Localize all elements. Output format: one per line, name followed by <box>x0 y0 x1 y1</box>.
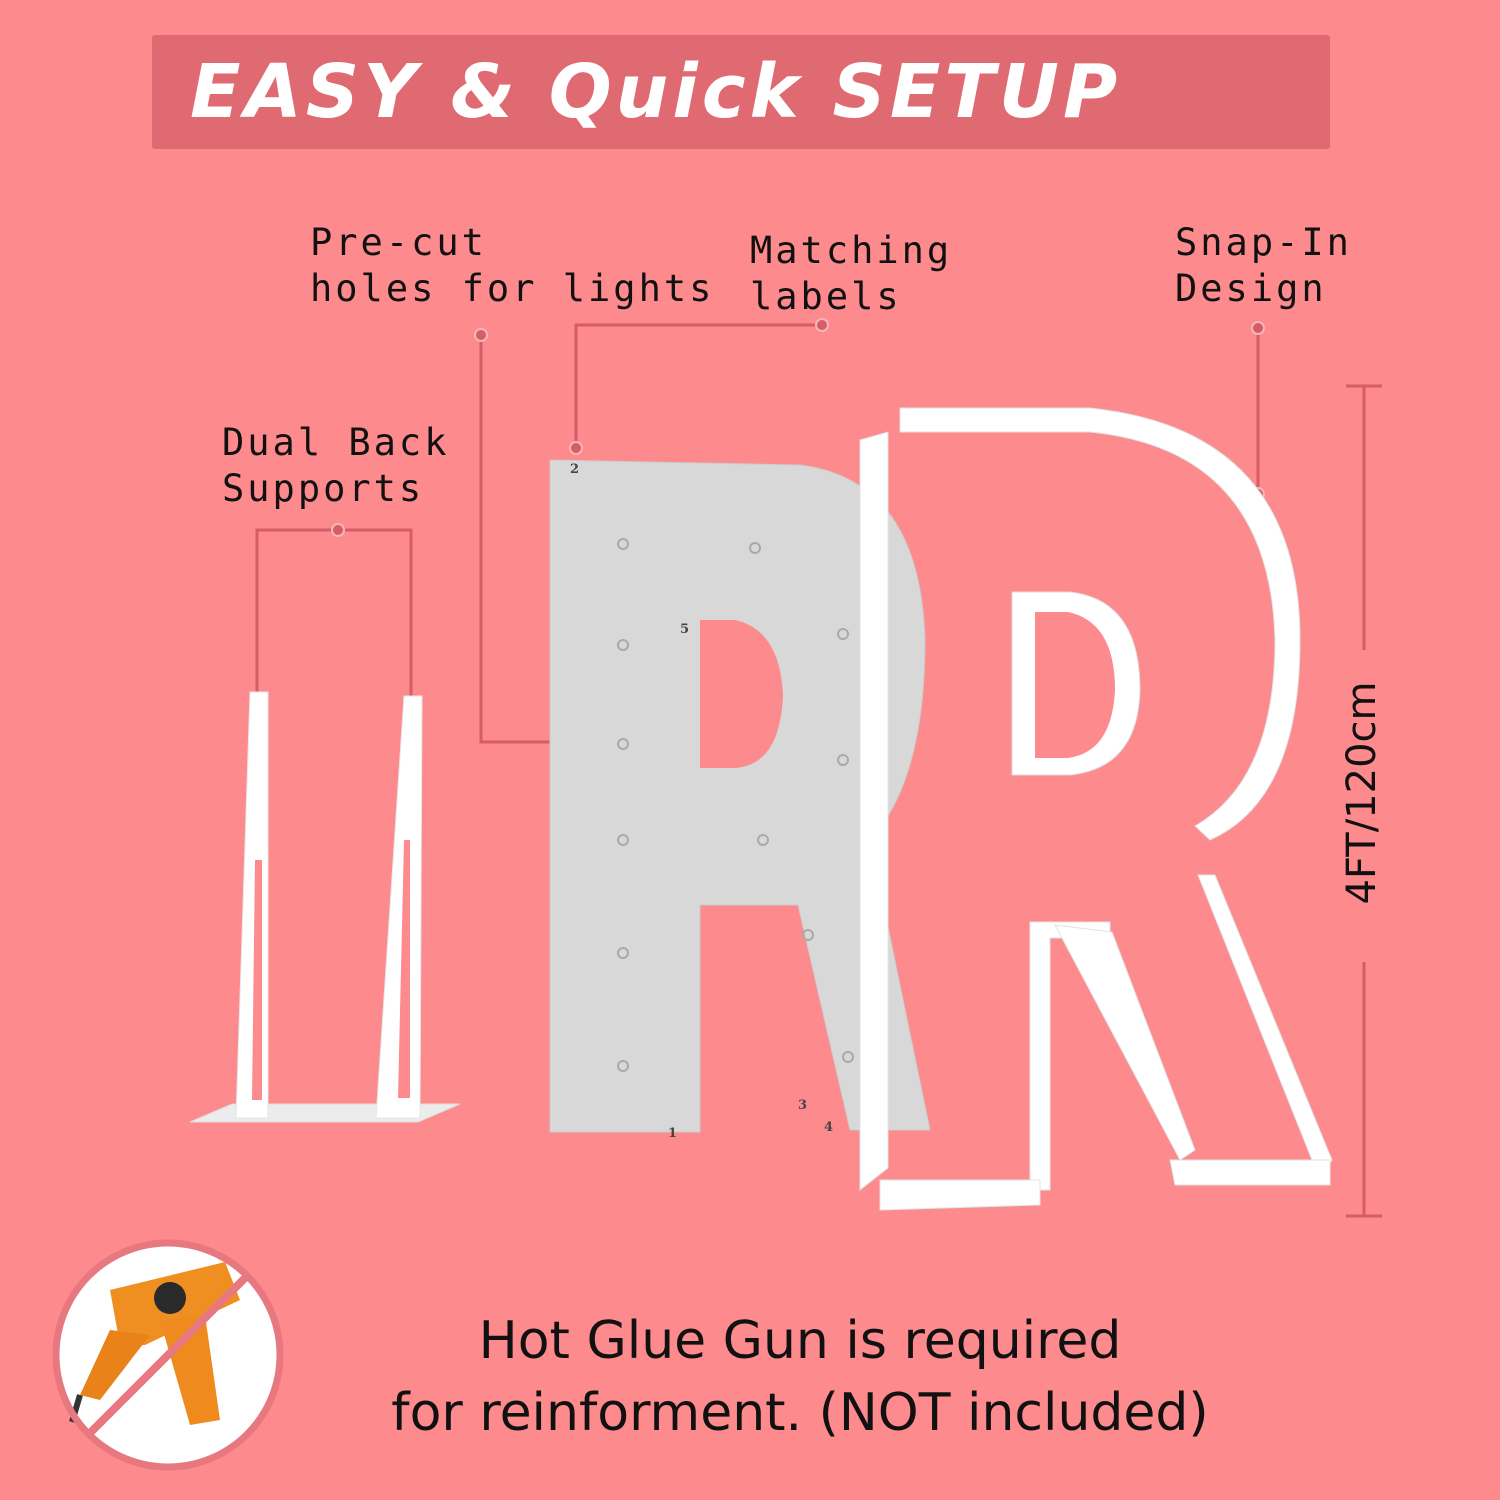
callout-precut-line2: holes for lights <box>310 267 715 310</box>
callout-snapin-line2: Design <box>1175 267 1327 310</box>
foam-letter-r <box>859 407 1333 1211</box>
back-supports <box>189 691 461 1123</box>
callout-matching-line1: Matching <box>750 229 953 272</box>
callout-precut-line1: Pre-cut <box>310 221 487 264</box>
panel-label-1: 1 <box>668 1126 678 1141</box>
dimension-marker <box>1346 384 1382 1218</box>
panel-label-4: 4 <box>824 1120 834 1135</box>
callout-matching-line2: labels <box>750 275 902 318</box>
back-panel-r <box>549 459 931 1133</box>
panel-label-3: 3 <box>798 1098 808 1113</box>
dimension-label: 4FT/120cm <box>1339 681 1385 905</box>
leader-dual <box>255 528 413 708</box>
glue-gun-notice: Hot Glue Gun is required for reinforment… <box>300 1305 1300 1449</box>
page-title: EASY & Quick SETUP <box>190 49 1122 135</box>
notice-line2: for reinforment. (NOT included) <box>391 1383 1209 1443</box>
callout-dual-back-supports: Dual Back Supports <box>222 420 449 512</box>
callout-dual-line2: Supports <box>222 467 425 510</box>
panel-label-2: 2 <box>570 462 580 477</box>
callout-snapin-line1: Snap-In <box>1175 221 1352 264</box>
leader-matching <box>574 323 822 448</box>
title-banner <box>152 35 1330 149</box>
notice-line1: Hot Glue Gun is required <box>478 1311 1122 1371</box>
callout-precut-holes: Pre-cut holes for lights <box>310 220 714 312</box>
callout-snap-in-design: Snap-In Design <box>1175 220 1352 312</box>
callout-matching-labels: Matching labels <box>750 228 952 320</box>
prohibited-glue-gun <box>52 1239 284 1471</box>
panel-label-5: 5 <box>680 622 690 637</box>
callout-dual-line1: Dual Back <box>222 421 450 464</box>
